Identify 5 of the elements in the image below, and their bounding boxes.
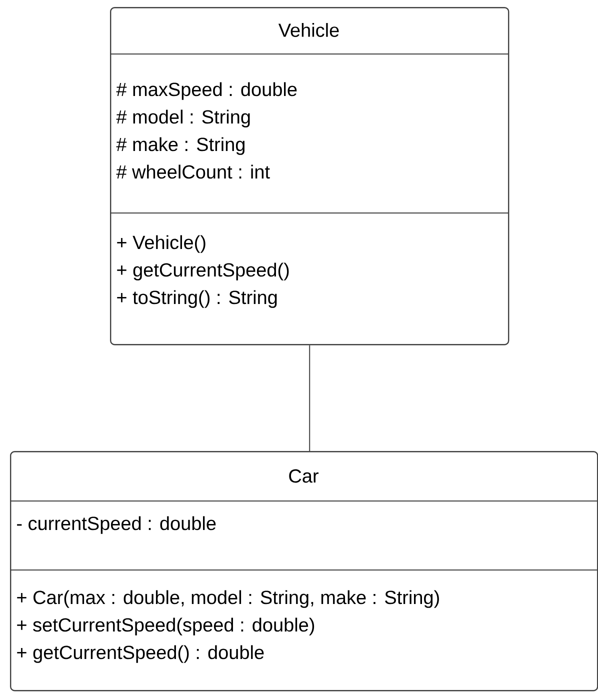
member-list: # maxSpeed : double # model : String # make : String # wheelCount : int	[116, 82, 297, 179]
association-line	[309, 344, 310, 452]
member-list: + Car(max : double, model : String, make : String) + setCurrentSpeed(speed : double) + getCurrentSpeed() : double	[17, 590, 439, 663]
member-list: + Vehicle() + getCurrentSpeed() + toString() : String	[117, 235, 289, 308]
member-list: - currentSpeed : double	[17, 516, 216, 534]
